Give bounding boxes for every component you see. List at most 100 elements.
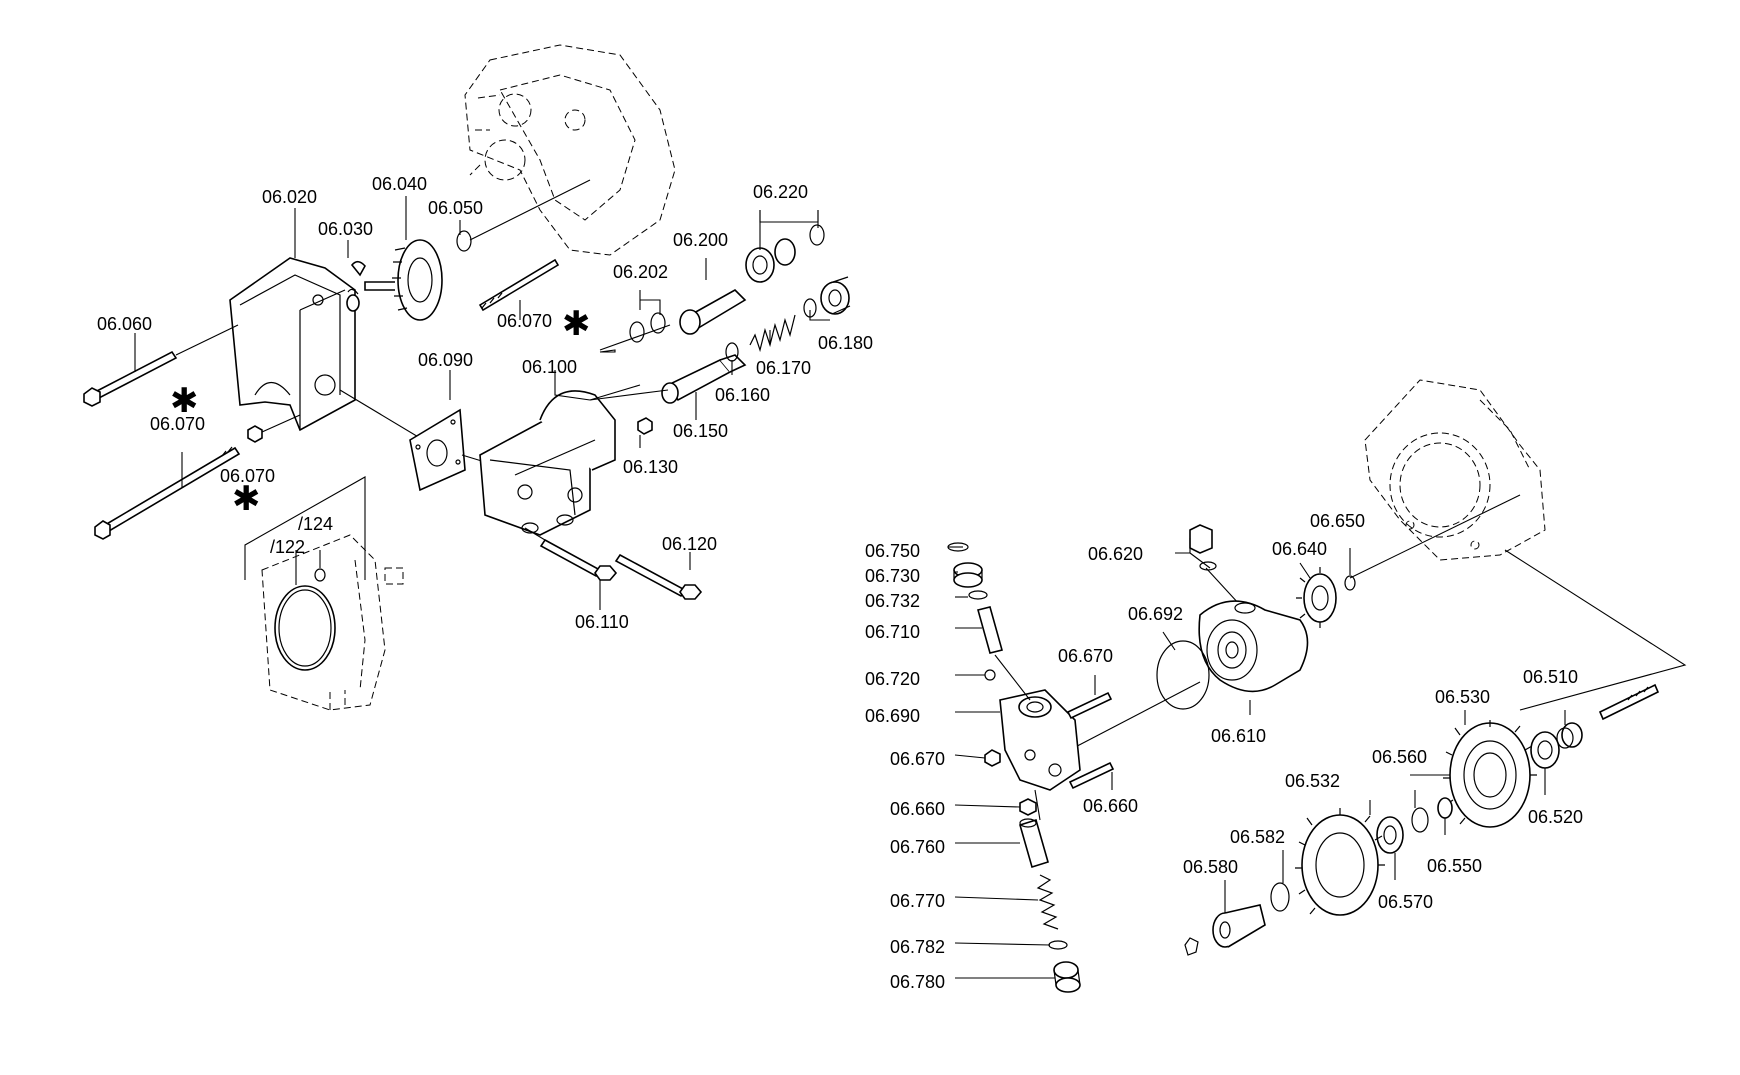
label-06-040: 06.040 [372,174,427,194]
label-06-690: 06.690 [865,706,920,726]
bearing-06-520 [1530,731,1560,769]
label-06-020: 06.020 [262,187,317,207]
label-06-582: 06.582 [1230,827,1285,847]
star-marker-top: ✱ [562,304,591,344]
gasket-06-090 [409,408,466,492]
stud-06-070 [478,258,560,312]
star-marker-mid: ✱ [170,381,199,421]
bolt-06-120 [614,553,703,600]
valve-body-06-690 [999,689,1081,791]
ring-06-202a [629,321,645,343]
filter-head-06-100 [479,390,616,536]
label-06-520: 06.520 [1528,807,1583,827]
gearbox-housing-outline-right [1364,379,1546,561]
sleeve-06-200 [679,289,747,335]
label-06-660-l: 06.660 [890,799,945,819]
label-06-220: 06.220 [753,182,808,202]
label-06-550: 06.550 [1427,856,1482,876]
label-06-580: 06.580 [1183,857,1238,877]
gear-06-530 [1443,720,1537,828]
gear-06-640 [1296,567,1337,628]
label-06-692: 06.692 [1128,604,1183,624]
label-122: /122 [270,537,305,557]
star-marker-nut: ✱ [232,479,261,519]
label-06-200: 06.200 [673,230,728,250]
label-06-760: 06.760 [890,837,945,857]
ring-06-550 [1437,797,1453,819]
bearing-06-570 [1376,816,1404,854]
part-06-220 [745,224,825,283]
label-06-050: 06.050 [428,198,483,218]
label-06-090: 06.090 [418,350,473,370]
piston-06-760 [1019,818,1049,869]
label-06-670-l: 06.670 [890,749,945,769]
spring-06-170 [749,314,796,353]
sleeve-06-710 [977,606,1003,654]
ring-06-202b [650,312,666,334]
label-06-732: 06.732 [865,591,920,611]
label-06-780: 06.780 [890,972,945,992]
washer-06-732 [968,590,988,600]
label-06-060: 06.060 [97,314,152,334]
plug-06-180 [820,276,851,315]
label-06-570: 06.570 [1378,892,1433,912]
label-06-720: 06.720 [865,669,920,689]
key-06-030 [350,260,366,277]
stud-06-070-left [94,446,241,540]
oring-124 [314,568,326,582]
stud-06-510-shaft [1598,683,1660,721]
label-06-710: 06.710 [865,622,920,642]
nut-06-670 [984,749,1001,767]
nut-06-660 [1019,798,1037,816]
spring-06-770 [1036,874,1059,930]
engine-housing-outline-top [464,44,676,256]
ring-06-560 [1411,807,1429,833]
label-06-110: 06.110 [575,612,629,632]
nut-06-070 [247,425,263,443]
label-06-530: 06.530 [1435,687,1490,707]
housing-outline-bottom-left [261,534,404,711]
label-06-120: 06.120 [662,534,717,554]
label-06-730: 06.730 [865,566,920,586]
bolt-06-110 [539,538,618,581]
label-06-180: 06.180 [818,333,873,353]
cap-06-730 [953,562,983,588]
label-06-070-top: 06.070 [497,311,552,331]
ball-06-720 [984,669,996,681]
plug-06-780 [1053,961,1081,993]
ring-06-582 [1270,882,1290,912]
shaft-06-030 [346,288,360,312]
label-06-640: 06.640 [1272,539,1327,559]
label-06-030: 06.030 [318,219,373,239]
pump-housing-06-020 [229,257,356,432]
stud-06-660 [1068,761,1115,790]
pump-body-06-610 [1198,600,1309,693]
shaft-06-580 [1212,904,1266,948]
circlip-06-050 [456,230,472,252]
label-06-160: 06.160 [715,385,770,405]
washer-06-580 [1184,937,1199,956]
label-06-100: 06.100 [522,357,577,377]
label-06-782: 06.782 [890,937,945,957]
label-06-770: 06.770 [890,891,945,911]
oring-122 [274,585,336,671]
oring-06-692 [1156,640,1210,710]
label-06-202: 06.202 [613,262,668,282]
ring-06-782 [1048,940,1068,950]
circlip-06-650 [1344,575,1356,591]
label-06-070-mid: 06.070 [150,414,205,434]
label-06-170: 06.170 [756,358,811,378]
part-labels: 06.020 06.030 06.040 06.050 06.060 06.07… [97,174,1583,992]
label-06-660-r: 06.660 [1083,796,1138,816]
gear-06-040 [364,239,443,321]
label-06-620: 06.620 [1088,544,1143,564]
gear-06-532 [1295,808,1385,916]
plug-06-130 [637,417,653,435]
label-06-560: 06.560 [1372,747,1427,767]
bolt-06-060 [83,324,239,407]
label-124: /124 [298,514,333,534]
label-06-510: 06.510 [1523,667,1578,687]
label-06-130: 06.130 [623,457,678,477]
bush-06-510 [1556,722,1583,749]
